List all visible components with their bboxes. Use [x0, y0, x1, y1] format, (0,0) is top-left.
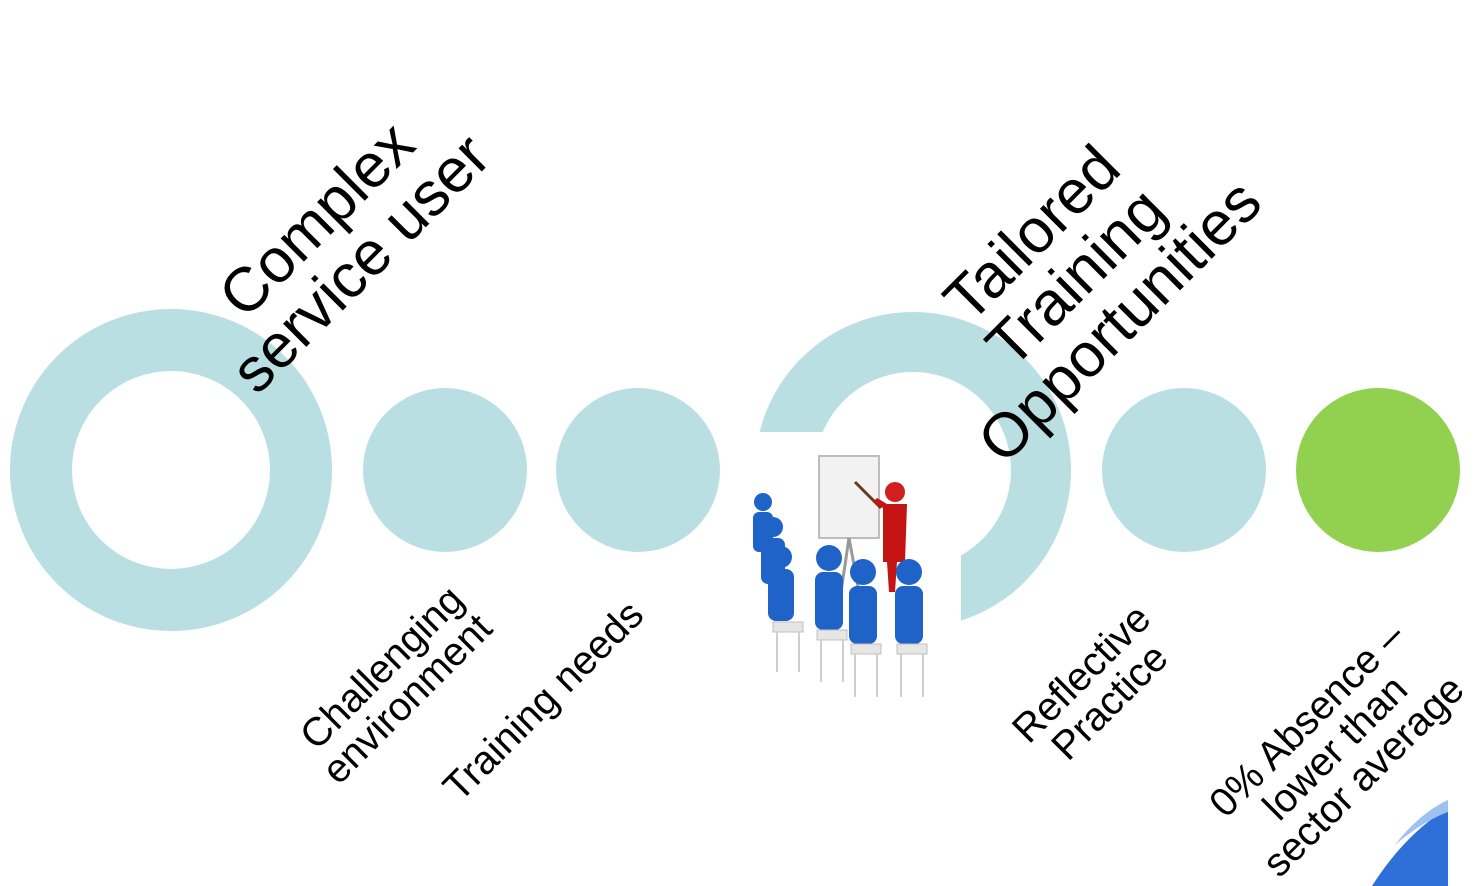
corner-accent-light	[1395, 800, 1448, 845]
circle-reflective	[1102, 388, 1266, 552]
training-presentation-icon	[733, 432, 961, 735]
circle-absence	[1296, 388, 1460, 552]
circle-training-needs	[556, 388, 720, 552]
corner-accent	[1372, 808, 1448, 886]
ring-complex	[10, 309, 332, 631]
circle-challenging	[363, 388, 527, 552]
